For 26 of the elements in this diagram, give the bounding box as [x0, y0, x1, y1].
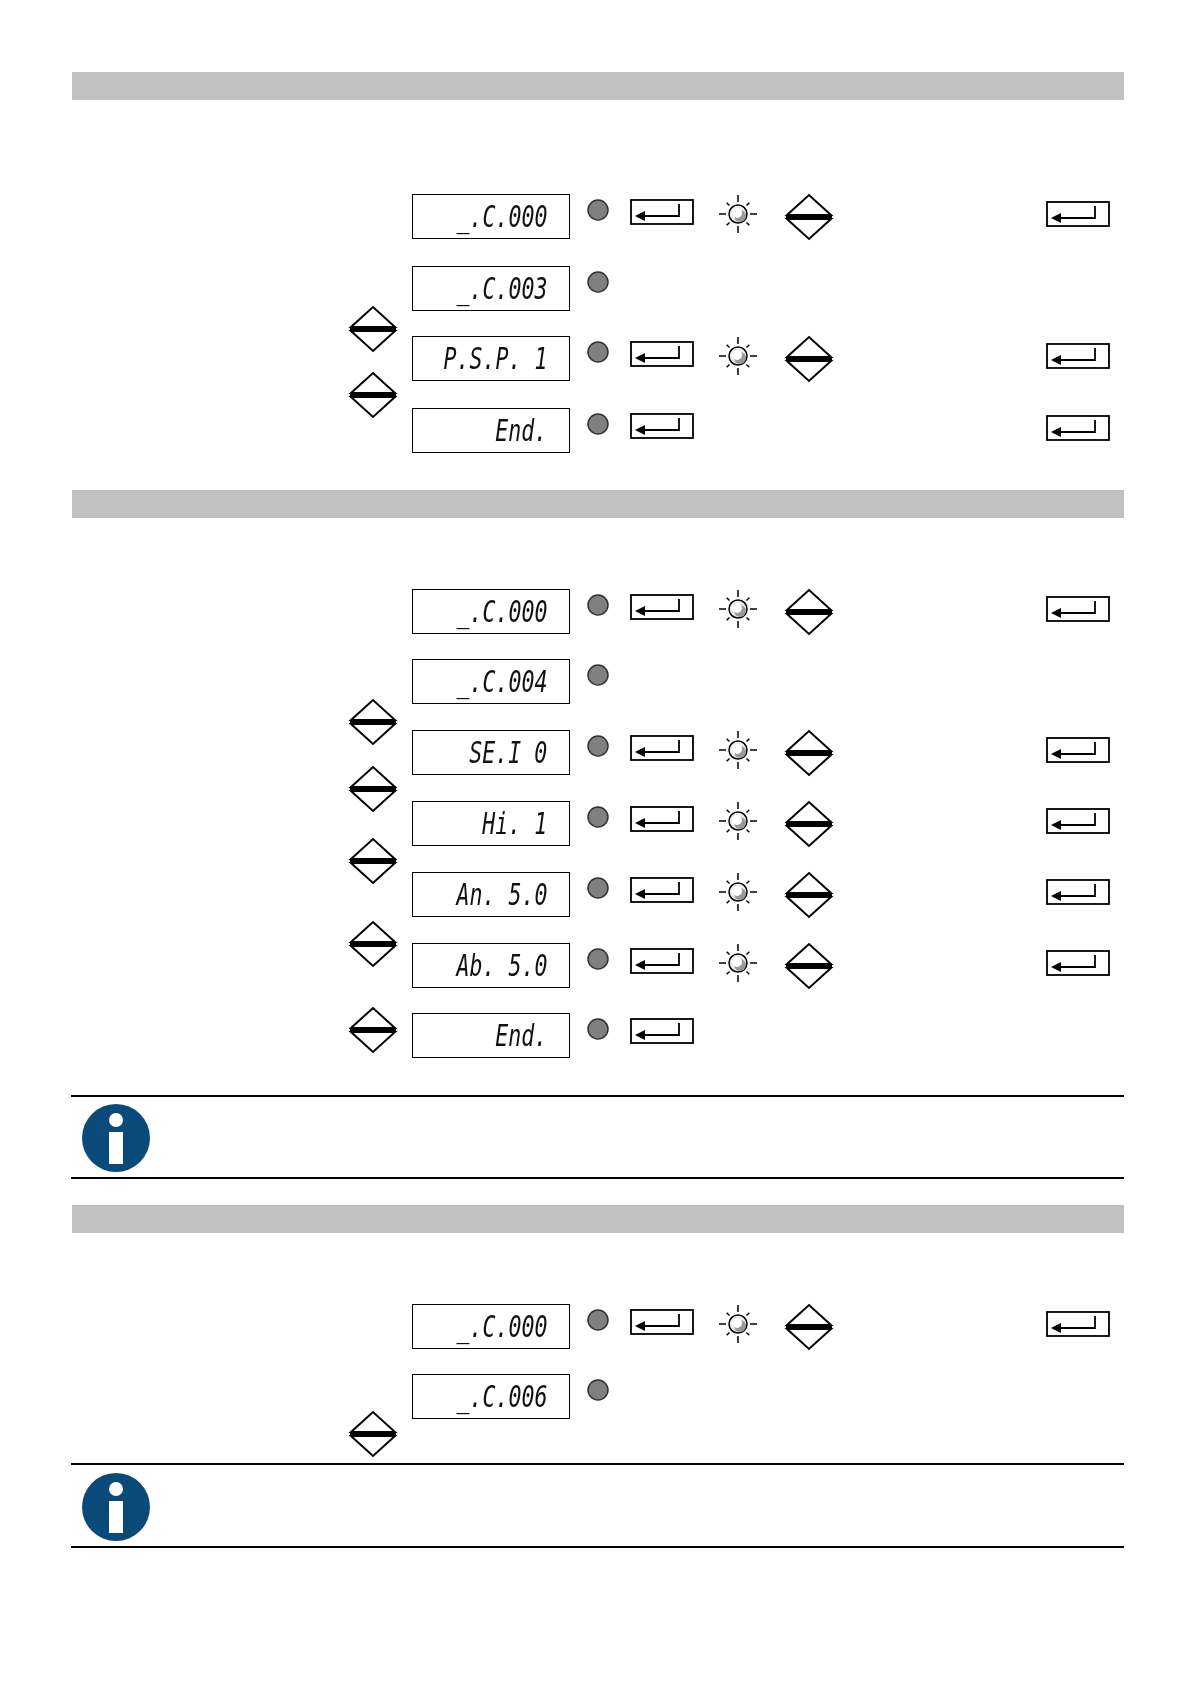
- display-readout: End.: [495, 413, 547, 448]
- display-readout: _.C.000: [455, 199, 547, 234]
- display-readout: Hi. 1: [482, 806, 547, 841]
- display-readout: Ab. 5.0: [455, 948, 547, 983]
- lcd-display: [412, 1304, 570, 1349]
- display-readout: End.: [495, 1018, 547, 1053]
- lcd-display: [412, 1013, 570, 1058]
- lcd-display: [412, 336, 570, 381]
- display-readout: _.C.003: [455, 271, 547, 306]
- display-readout: An. 5.0: [455, 877, 547, 912]
- display-readout: SE.I 0: [468, 735, 547, 770]
- lcd-display: [412, 1374, 570, 1419]
- lcd-display: [412, 801, 570, 846]
- lcd-display: [412, 266, 570, 311]
- lcd-display: [412, 872, 570, 917]
- display-readout: _.C.004: [455, 664, 547, 699]
- display-readout: _.C.000: [455, 594, 547, 629]
- display-readout: _.C.006: [455, 1379, 547, 1414]
- lcd-display: [412, 659, 570, 704]
- lcd-display: [412, 589, 570, 634]
- lcd-display: [412, 408, 570, 453]
- display-readout: _.C.000: [455, 1309, 547, 1344]
- lcd-display: [412, 194, 570, 239]
- lcd-display: [412, 943, 570, 988]
- display-readout: P.S.P. 1: [442, 341, 547, 376]
- lcd-display: [412, 730, 570, 775]
